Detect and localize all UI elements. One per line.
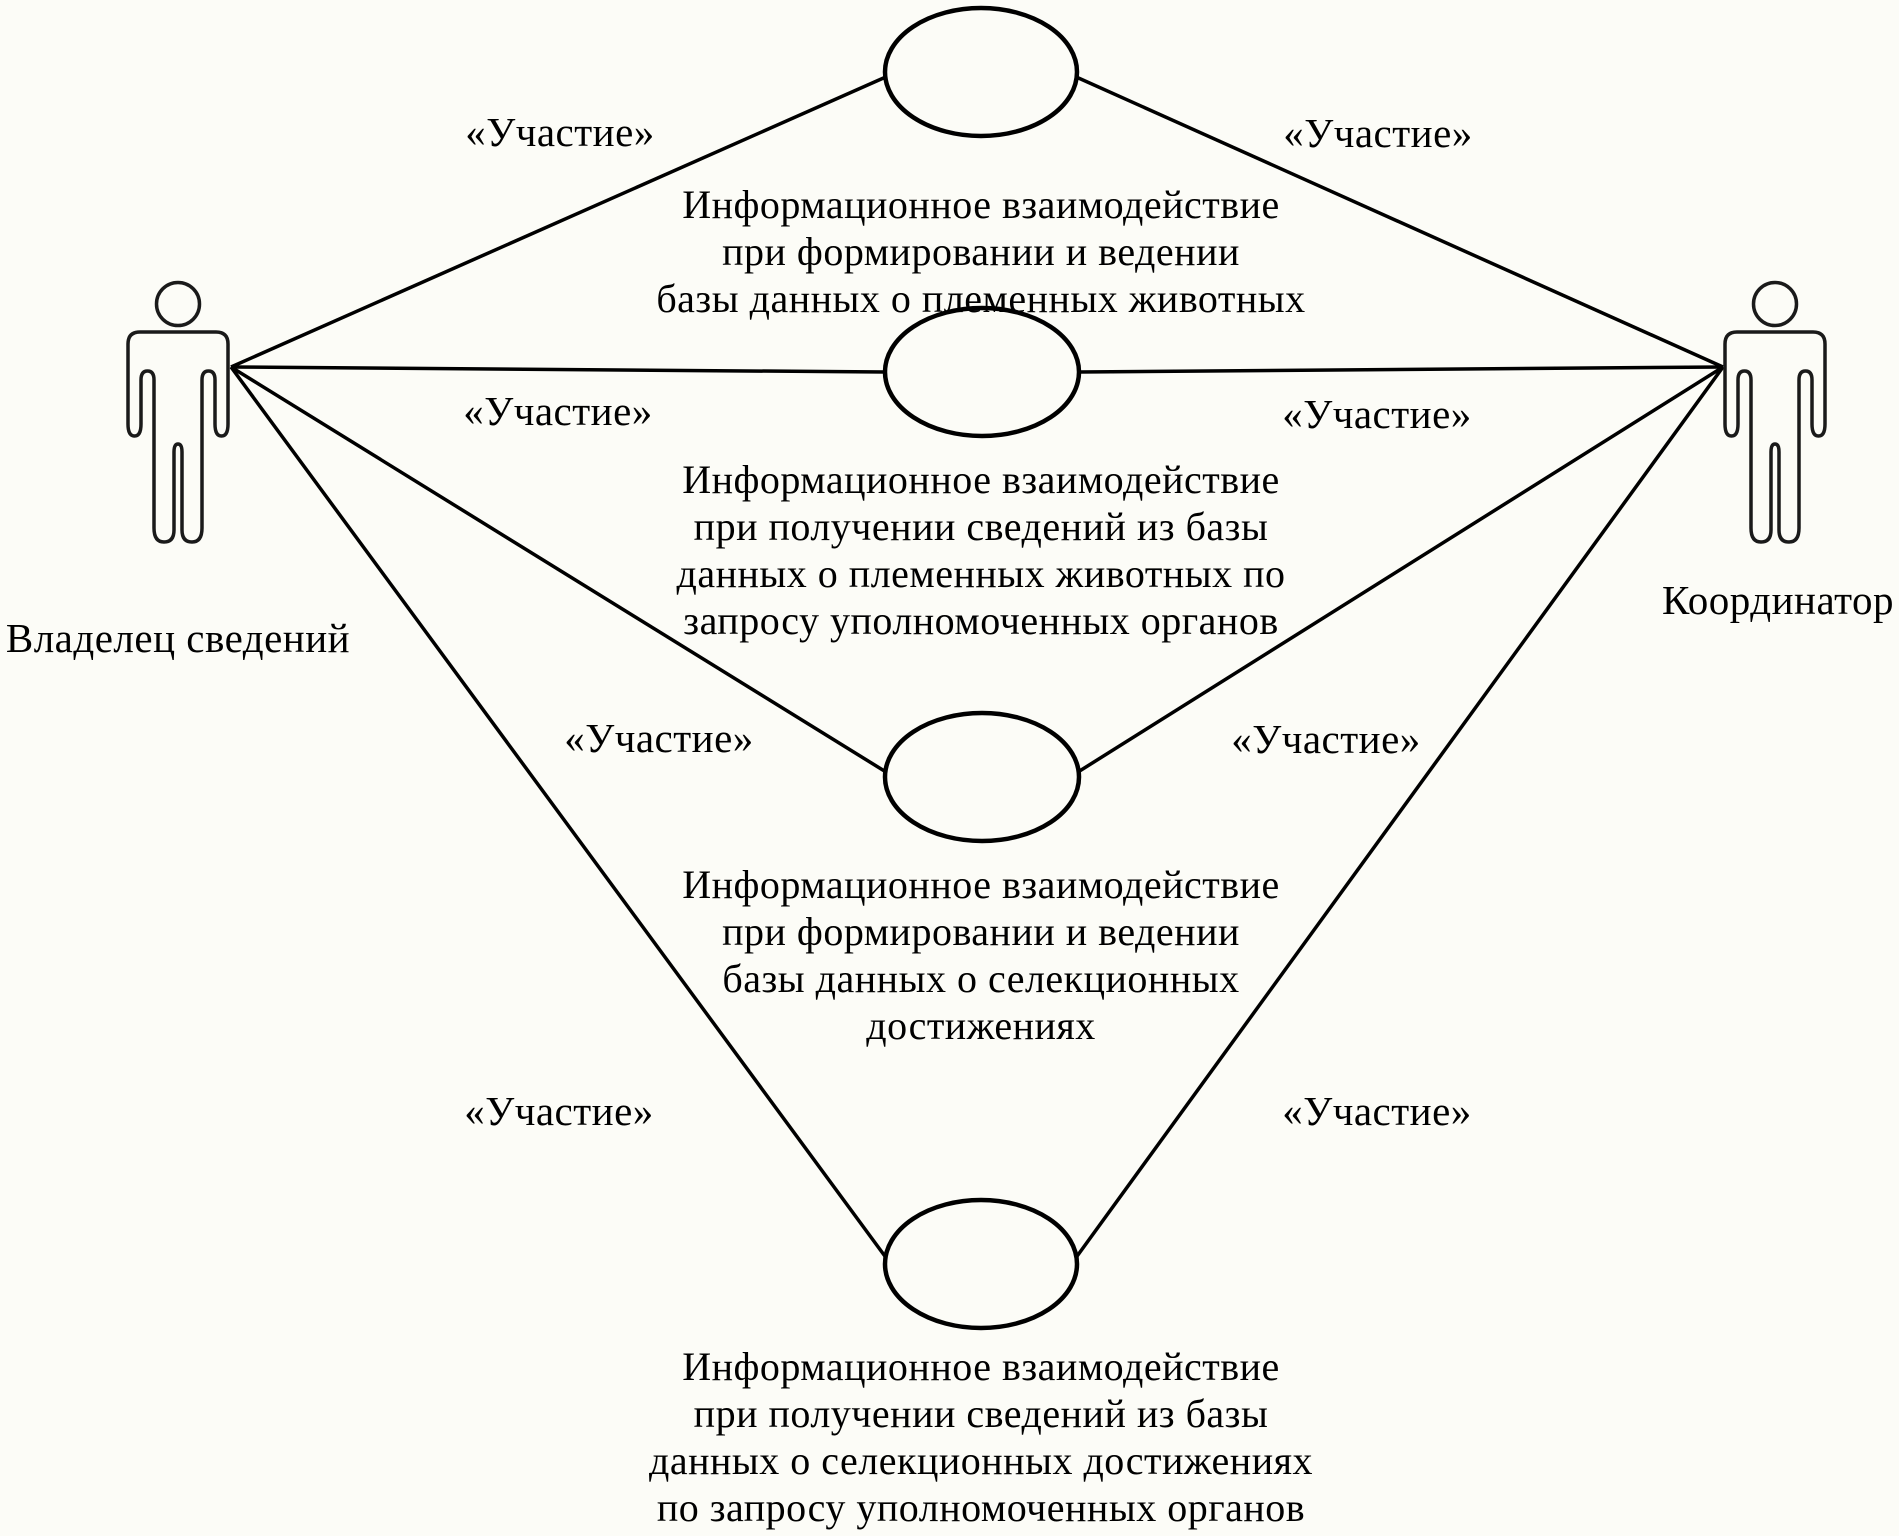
stereotype-label-coordinator-1: «Участие» (1283, 110, 1473, 156)
actor-owner-head (154, 280, 202, 328)
association-lines-owner (229, 74, 889, 1261)
usecase-ellipses (882, 5, 1082, 1331)
actor-owner-label: Владелец сведений (5, 615, 351, 661)
usecase-text-line: Информационное взаимодействие (682, 1344, 1280, 1389)
actor-owner-figure (126, 280, 230, 544)
usecase-ellipse-1 (882, 5, 1080, 139)
usecase-text-line: при получении сведений из базы (693, 504, 1269, 549)
actor-coordinator-figure (1723, 280, 1827, 544)
actor-coordinator-body (1723, 330, 1827, 544)
association-owner-usecase-4 (229, 365, 889, 1261)
usecase-text-line: по запросу уполномоченных органов (656, 1485, 1306, 1530)
stereotype-label-coordinator-2: «Участие» (1282, 391, 1472, 437)
usecase-4-label: Информационное взаимодействие при получе… (571, 1343, 1391, 1531)
association-owner-usecase-1 (230, 74, 889, 369)
association-lines-coordinator (1073, 74, 1725, 1261)
actor-owner-body (126, 330, 230, 544)
usecase-text-line: при формировании и ведении (722, 229, 1240, 274)
usecase-text-line: при формировании и ведении (722, 909, 1240, 954)
usecase-ellipse-2 (882, 305, 1082, 439)
actor-coordinator-head (1751, 280, 1799, 328)
association-coordinator-usecase-4 (1073, 365, 1725, 1261)
usecase-text-line: данных о племенных животных по (676, 551, 1286, 596)
usecase-1-label: Информационное взаимодействие при формир… (571, 181, 1391, 322)
stereotype-label-coordinator-4: «Участие» (1282, 1088, 1472, 1134)
actor-coordinator-label: Координатор (1661, 577, 1895, 623)
usecase-text-line: Информационное взаимодействие (682, 182, 1280, 227)
association-coordinator-usecase-2 (1078, 365, 1724, 374)
usecase-text-line: запросу уполномоченных органов (683, 598, 1279, 643)
stereotype-label-owner-1: «Участие» (465, 109, 655, 155)
usecase-ellipse-3 (882, 710, 1082, 844)
usecase-3-label: Информационное взаимодействие при формир… (571, 861, 1391, 1049)
association-owner-usecase-3 (230, 365, 887, 774)
usecase-text-line: базы данных о племенных животных (656, 276, 1306, 321)
association-owner-usecase-2 (230, 365, 886, 374)
association-coordinator-usecase-3 (1077, 365, 1724, 774)
stereotype-label-owner-4: «Участие» (464, 1088, 654, 1134)
usecase-text-line: Информационное взаимодействие (682, 862, 1280, 907)
usecase-text-line: достижениях (866, 1003, 1096, 1048)
stereotype-label-coordinator-3: «Участие» (1231, 716, 1421, 762)
usecase-text-line: при получении сведений из базы (693, 1391, 1269, 1436)
stereotype-label-owner-2: «Участие» (463, 388, 653, 434)
usecase-2-label: Информационное взаимодействие при получе… (571, 456, 1391, 644)
usecase-text-line: данных о селекционных достижениях (649, 1438, 1313, 1483)
usecase-ellipse-4 (882, 1197, 1080, 1331)
stereotype-label-owner-3: «Участие» (564, 715, 754, 761)
association-coordinator-usecase-1 (1073, 74, 1724, 369)
usecase-text-line: Информационное взаимодействие (682, 457, 1280, 502)
usecase-text-line: базы данных о селекционных (722, 956, 1240, 1001)
